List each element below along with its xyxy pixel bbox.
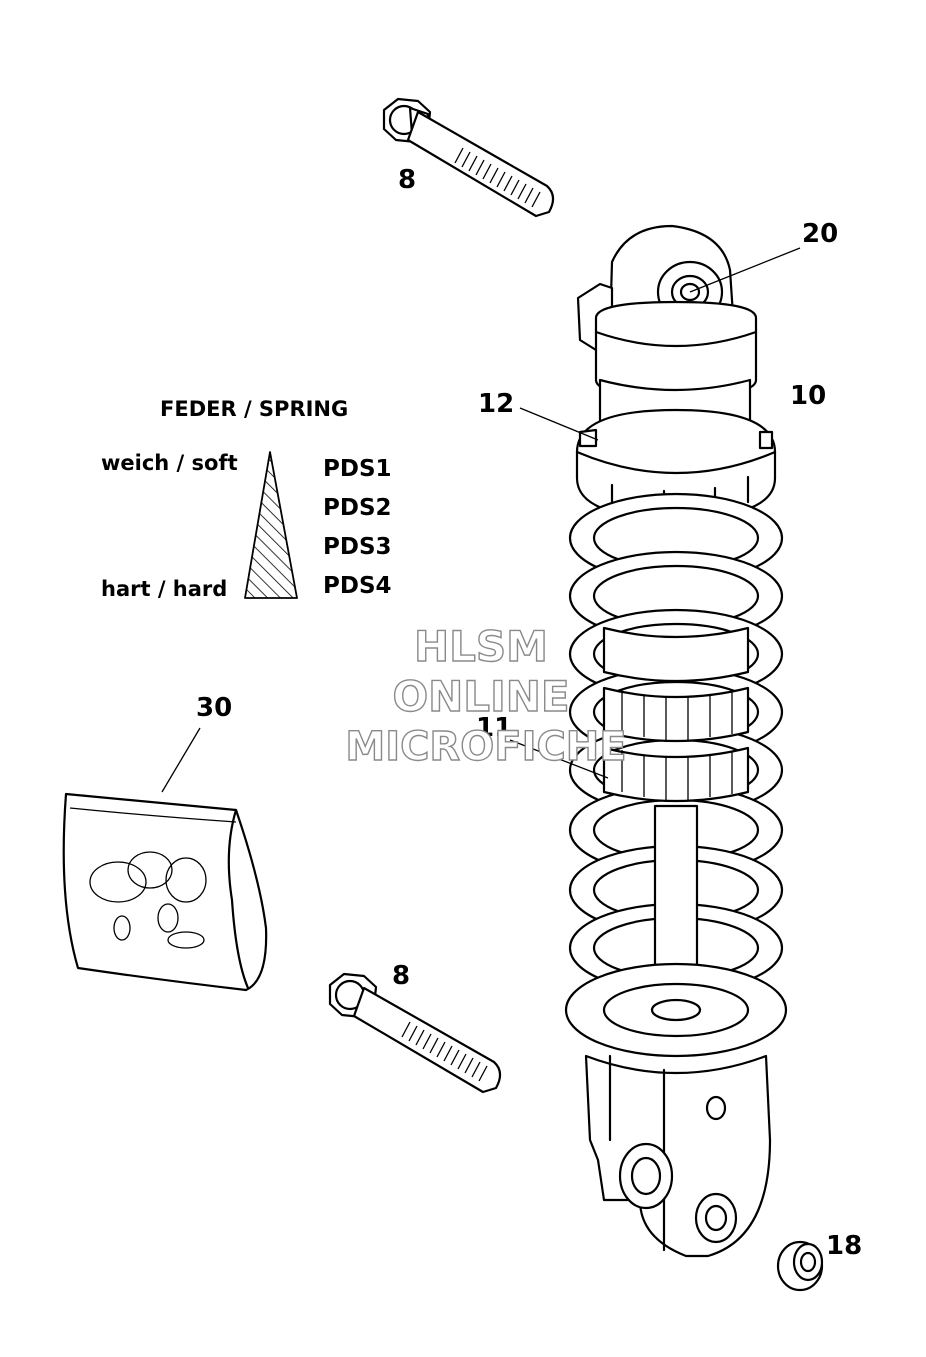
legend-title: FEDER / SPRING xyxy=(160,397,348,421)
callout-sticker: 30 xyxy=(196,693,232,723)
leader-line-12 xyxy=(519,407,599,441)
callout-spring: 11 xyxy=(476,713,512,743)
leader-line-30 xyxy=(161,727,201,793)
callout-bolt-top: 8 xyxy=(398,165,416,195)
bushing-18-illustration xyxy=(776,1240,824,1292)
leader-line-11 xyxy=(509,739,609,779)
watermark: HLSM ONLINE MICROFICHE xyxy=(345,621,628,770)
watermark-line-2: ONLINE xyxy=(392,672,569,721)
spring-code-4: PDS4 xyxy=(323,573,392,599)
bolt-bottom-illustration xyxy=(328,972,502,1094)
callout-preload-nut: 12 xyxy=(478,389,514,419)
leader-line-20 xyxy=(689,247,801,293)
legend-soft-label: weich / soft xyxy=(101,451,238,475)
shock-absorber-illustration xyxy=(564,224,788,1258)
spring-code-2: PDS2 xyxy=(323,495,392,521)
spring-code-3: PDS3 xyxy=(323,534,392,560)
spring-rate-wedge xyxy=(244,451,298,599)
legend-hard-label: hart / hard xyxy=(101,577,227,601)
callout-bottom-bushing: 18 xyxy=(826,1231,862,1261)
callout-top-eye-bushing: 20 xyxy=(802,219,838,249)
callout-bolt-bottom: 8 xyxy=(392,961,410,991)
sticker-illustration xyxy=(62,792,268,992)
watermark-line-1: HLSM xyxy=(414,622,548,671)
spring-code-1: PDS1 xyxy=(323,456,392,482)
bolt-top-illustration xyxy=(382,97,555,218)
spring-legend: FEDER / SPRING weich / soft hart / hard … xyxy=(101,397,392,601)
callout-shock-absorber: 10 xyxy=(790,381,826,411)
watermark-line-3: MICROFICHE xyxy=(345,724,626,770)
